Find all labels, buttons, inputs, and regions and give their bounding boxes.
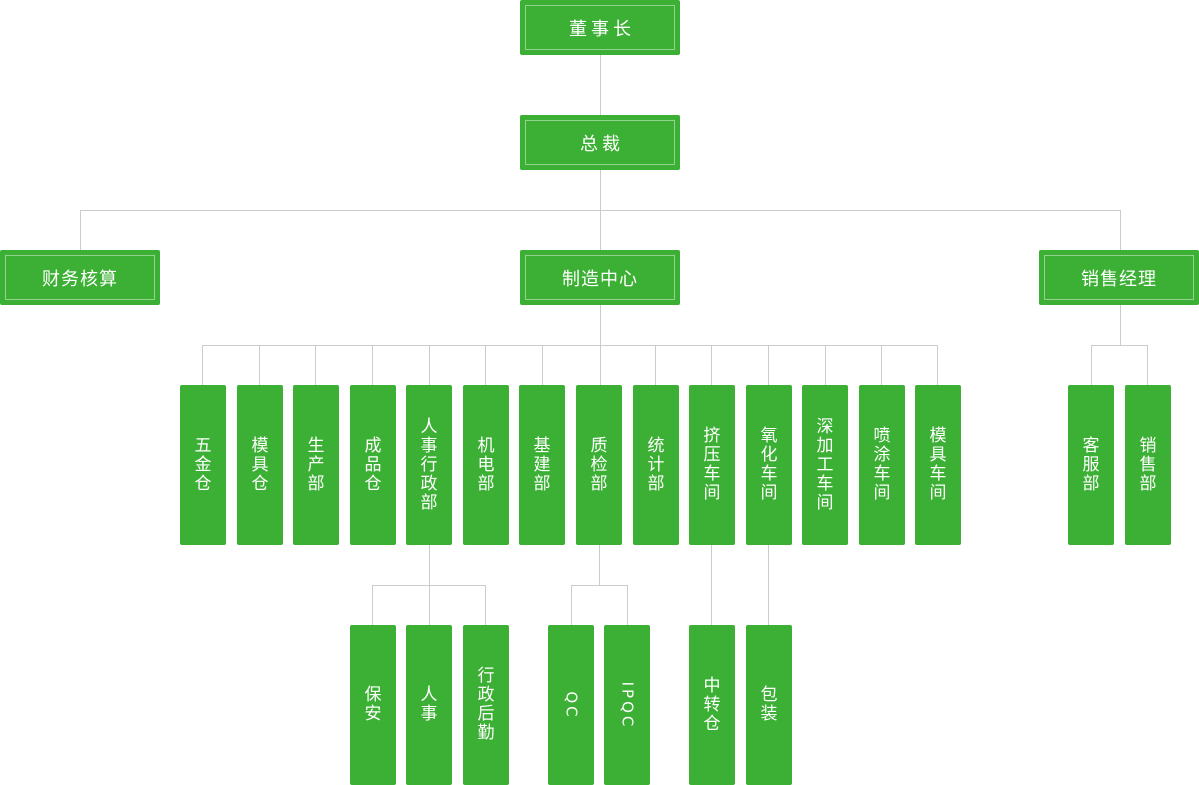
node-hr-admin-dept-label: 人事行政部 xyxy=(420,416,438,513)
node-customer-service-dept-label: 客服部 xyxy=(1082,435,1100,494)
node-president: 总裁 xyxy=(520,115,680,170)
node-packaging-label: 包装 xyxy=(760,685,778,724)
node-security: 保安 xyxy=(350,625,396,785)
node-deep-processing-workshop: 深加工车间 xyxy=(802,385,848,545)
node-sales-dept-label: 销售部 xyxy=(1139,435,1157,494)
node-extrusion-workshop-label: 挤压车间 xyxy=(703,426,721,503)
node-statistics-dept: 统计部 xyxy=(633,385,679,545)
node-ipqc: IPQC xyxy=(604,625,650,785)
node-spraying-workshop-label: 喷涂车间 xyxy=(873,426,891,503)
node-qc: QC xyxy=(548,625,594,785)
node-mold-warehouse-label: 模具仓 xyxy=(251,435,269,494)
node-infrastructure-dept-label: 基建部 xyxy=(533,435,551,494)
node-extrusion-workshop: 挤压车间 xyxy=(689,385,735,545)
node-personnel: 人事 xyxy=(406,625,452,785)
node-personnel-label: 人事 xyxy=(420,685,438,724)
node-mold-workshop-label: 模具车间 xyxy=(929,426,947,503)
node-chairman-label: 董事长 xyxy=(569,18,635,40)
node-mold-warehouse: 模具仓 xyxy=(237,385,283,545)
node-production-dept: 生产部 xyxy=(293,385,339,545)
node-mechanical-electrical-dept-label: 机电部 xyxy=(477,435,495,494)
node-mold-workshop: 模具车间 xyxy=(915,385,961,545)
node-finance: 财务核算 xyxy=(0,250,160,305)
node-hardware-warehouse-label: 五金仓 xyxy=(194,435,212,494)
node-ipqc-label: IPQC xyxy=(618,681,637,729)
node-transfer-warehouse-label: 中转仓 xyxy=(703,675,721,734)
node-statistics-dept-label: 统计部 xyxy=(647,435,665,494)
node-admin-logistics-label: 行政后勤 xyxy=(477,666,495,743)
node-manufacturing: 制造中心 xyxy=(520,250,680,305)
node-oxidation-workshop: 氧化车间 xyxy=(746,385,792,545)
node-sales-dept: 销售部 xyxy=(1125,385,1171,545)
node-production-dept-label: 生产部 xyxy=(307,435,325,494)
node-qc-label: QC xyxy=(562,690,581,720)
node-sales-manager: 销售经理 xyxy=(1039,250,1199,305)
node-infrastructure-dept: 基建部 xyxy=(519,385,565,545)
node-packaging: 包装 xyxy=(746,625,792,785)
node-finance-label: 财务核算 xyxy=(42,268,118,290)
node-mechanical-electrical-dept: 机电部 xyxy=(463,385,509,545)
node-president-label: 总裁 xyxy=(580,133,624,155)
node-spraying-workshop: 喷涂车间 xyxy=(859,385,905,545)
node-deep-processing-workshop-label: 深加工车间 xyxy=(816,416,834,513)
node-customer-service-dept: 客服部 xyxy=(1068,385,1114,545)
node-admin-logistics: 行政后勤 xyxy=(463,625,509,785)
node-finished-goods-warehouse-label: 成品仓 xyxy=(364,435,382,494)
node-hardware-warehouse: 五金仓 xyxy=(180,385,226,545)
node-chairman: 董事长 xyxy=(520,0,680,55)
node-security-label: 保安 xyxy=(364,685,382,724)
node-finished-goods-warehouse: 成品仓 xyxy=(350,385,396,545)
node-quality-dept-label: 质检部 xyxy=(590,435,608,494)
node-transfer-warehouse: 中转仓 xyxy=(689,625,735,785)
node-quality-dept: 质检部 xyxy=(576,385,622,545)
node-sales-manager-label: 销售经理 xyxy=(1081,268,1157,290)
node-manufacturing-label: 制造中心 xyxy=(562,268,638,290)
node-hr-admin-dept: 人事行政部 xyxy=(406,385,452,545)
node-oxidation-workshop-label: 氧化车间 xyxy=(760,426,778,503)
